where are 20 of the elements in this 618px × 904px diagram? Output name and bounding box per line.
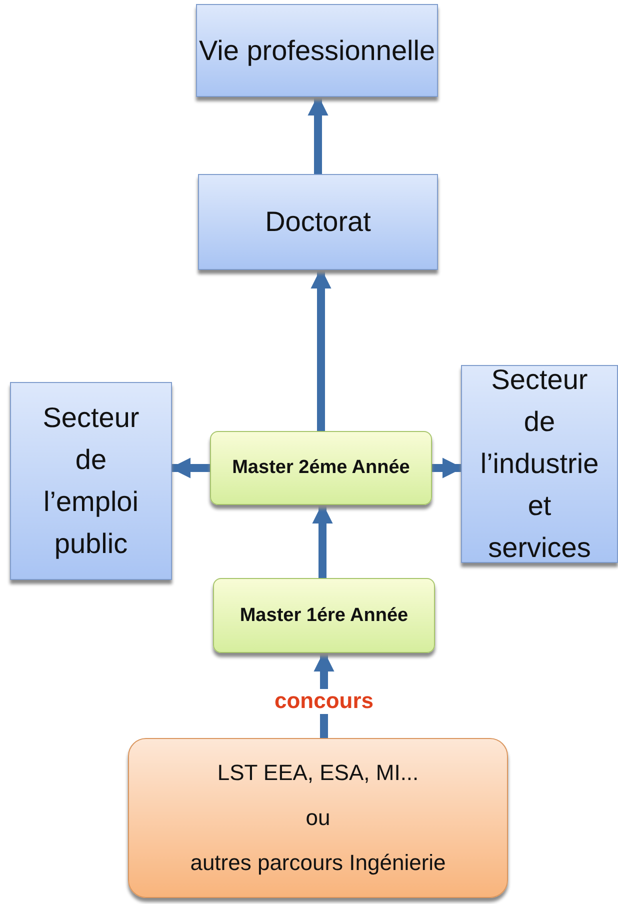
level-box bbox=[213, 578, 435, 653]
level-box bbox=[210, 431, 432, 505]
node-text: ou bbox=[306, 804, 330, 831]
destination-box bbox=[461, 365, 618, 563]
arrow bbox=[308, 94, 328, 174]
destination-box bbox=[10, 382, 172, 580]
node-text: Vie professionnelle bbox=[198, 34, 436, 68]
node-text: autres parcours Ingénierie bbox=[190, 850, 446, 876]
node-text: Secteur de l’emploi public bbox=[42, 401, 140, 561]
arrow bbox=[432, 458, 464, 478]
origin-box bbox=[128, 738, 508, 898]
node-text: Doctorat bbox=[265, 205, 371, 239]
arrow bbox=[310, 268, 332, 431]
arrow bbox=[312, 502, 333, 578]
destination-box bbox=[196, 4, 438, 97]
node-text: Master 1ére Année bbox=[240, 604, 408, 626]
node-text: Secteur de l’industrie et services bbox=[479, 363, 600, 565]
node-text: Master 2éme Année bbox=[232, 457, 410, 479]
node-text: LST EEA, ESA, MI... bbox=[217, 760, 419, 786]
destination-box bbox=[198, 174, 438, 270]
